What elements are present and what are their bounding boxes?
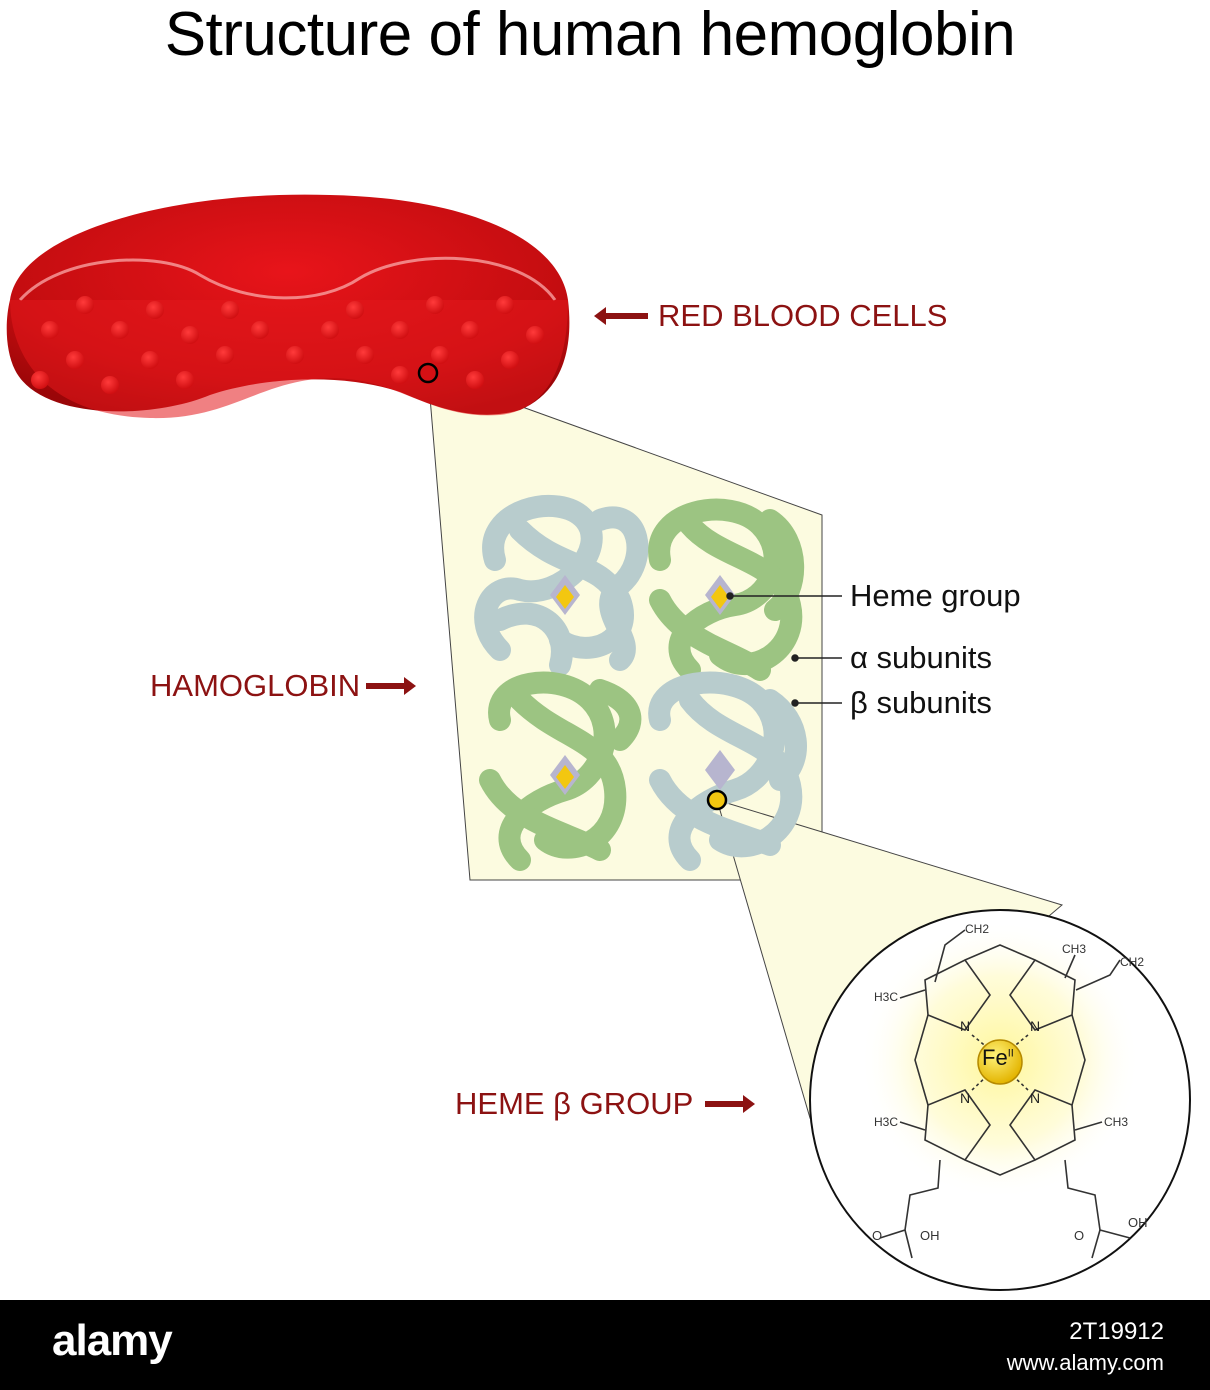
- label-heme-beta-group: HEME β GROUP: [455, 1086, 756, 1122]
- label-heme-group: Heme group: [850, 578, 1021, 613]
- group-oh-right: OH: [1128, 1215, 1148, 1230]
- zoom-point-cell: [417, 362, 439, 384]
- group-ch3-top-right: CH3: [1062, 942, 1087, 956]
- heme-molecule-illustration: [809, 909, 1191, 1291]
- cell-hemoglobin-dots: [31, 296, 544, 394]
- label-red-blood-cells: RED BLOOD CELLS: [594, 298, 948, 334]
- nitrogen-label-4: N: [1030, 1090, 1041, 1106]
- label-leader-lines: [726, 592, 842, 707]
- group-ch3-right-bottom: CH3: [1104, 1115, 1129, 1129]
- fe-atom-label: FeII: [982, 1045, 1014, 1071]
- watermark-footer: alamy 2T19912 www.alamy.com: [0, 1300, 1210, 1390]
- label-red-blood-cells-text: RED BLOOD CELLS: [658, 298, 948, 333]
- red-blood-cell-illustration: [6, 194, 570, 419]
- diagram-canvas: [6, 194, 1191, 1291]
- label-hemoglobin: HAMOGLOBIN: [150, 668, 417, 704]
- watermark-image-id: 2T19912: [1069, 1318, 1164, 1345]
- hemoglobin-illustration: [474, 495, 807, 871]
- arrow-right-icon: [705, 1095, 756, 1113]
- beta-subunit-bottom-right: [648, 671, 807, 871]
- heme-group-markers: [550, 575, 735, 795]
- group-ch2-right: CH2: [1120, 955, 1145, 969]
- label-beta-subunits: β subunits: [850, 685, 992, 720]
- nitrogen-label-1: N: [960, 1018, 971, 1034]
- nitrogen-label-2: N: [1030, 1018, 1041, 1034]
- watermark-logo: alamy: [52, 1316, 173, 1365]
- alpha-subunit-bottom-left: [479, 671, 642, 871]
- label-heme-beta-group-text: HEME β GROUP: [455, 1086, 694, 1121]
- arrow-right-icon: [366, 677, 417, 695]
- group-h3c-left-bottom: H3C: [874, 1115, 899, 1129]
- fe-symbol: Fe: [982, 1045, 1008, 1070]
- group-h3c-left-top: H3C: [874, 990, 899, 1004]
- group-o-left: O: [872, 1228, 883, 1243]
- zoom-point-heme: [706, 789, 728, 811]
- alpha-subunit-top-right: [648, 498, 805, 681]
- group-ch2-top: CH2: [965, 922, 990, 936]
- label-hemoglobin-text: HAMOGLOBIN: [150, 668, 361, 703]
- watermark-site: www.alamy.com: [1006, 1350, 1164, 1375]
- group-oh-left: OH: [920, 1228, 940, 1243]
- page-title: Structure of human hemoglobin: [164, 0, 1016, 69]
- label-alpha-subunits: α subunits: [850, 640, 992, 675]
- nitrogen-label-3: N: [960, 1090, 971, 1106]
- fe-oxidation-state: II: [1007, 1047, 1014, 1060]
- beta-subunit-top-left: [474, 495, 649, 676]
- arrow-left-icon: [594, 307, 648, 325]
- group-o-right: O: [1074, 1228, 1085, 1243]
